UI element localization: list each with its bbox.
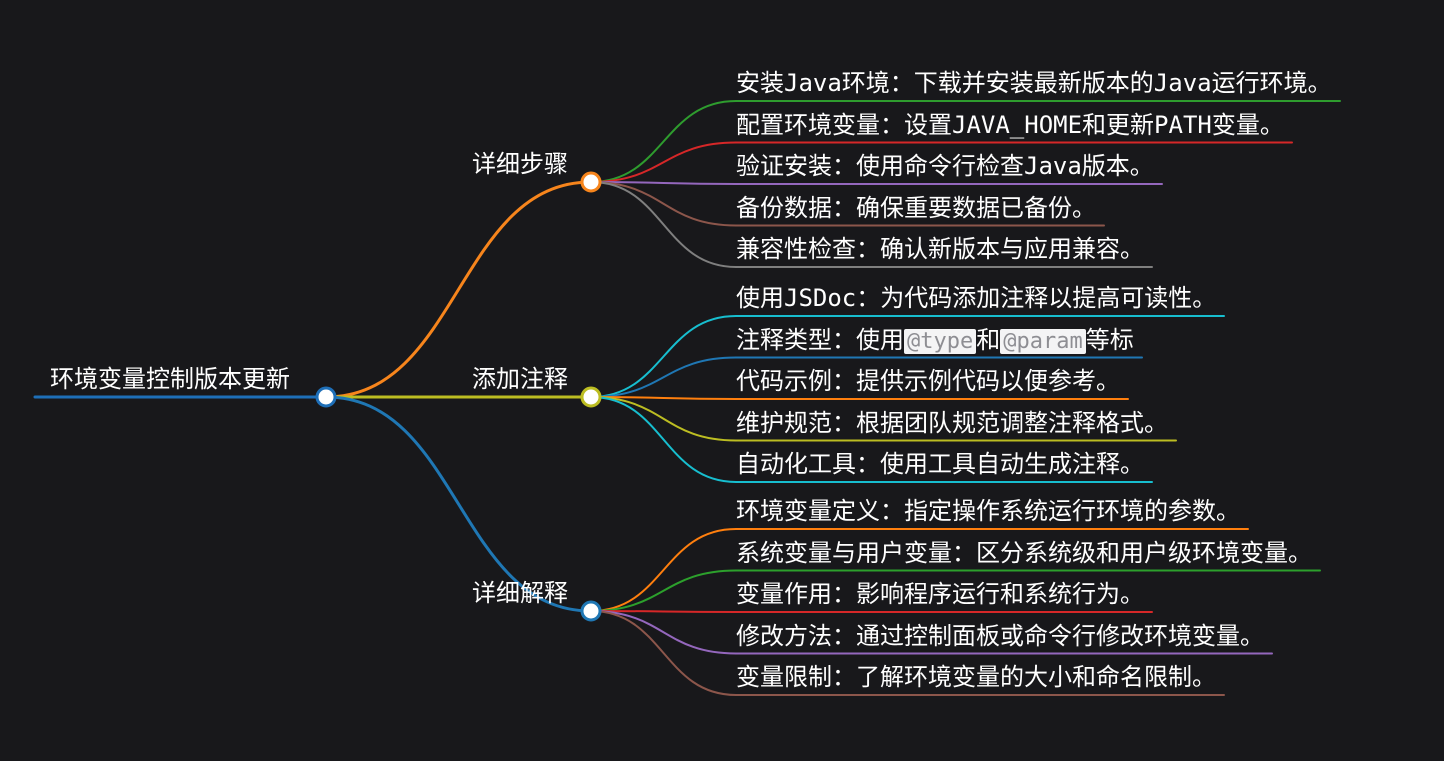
leaf-link-1-3: [590, 396, 1177, 442]
leaf-topic: 使用JSDoc：为代码添加注释以提高可读性。: [736, 284, 1217, 312]
leaf-link-1-2: [590, 396, 1129, 400]
leaf-link-1-1: [590, 356, 1143, 398]
code-snippet: @type: [904, 328, 977, 354]
leaf-topic: 修改方法：通过控制面板或命令行修改环境变量。: [736, 621, 1264, 650]
leaf-link-2-1: [590, 569, 1321, 612]
leaf-topic: 自动化工具：使用工具自动生成注释。: [736, 450, 1144, 478]
branch-node-2[interactable]: [580, 600, 602, 622]
leaf-topic: 验证安装：使用命令行检查Java版本。: [736, 152, 1154, 180]
leaf-text-part: 和: [976, 325, 1001, 354]
branch-node-0[interactable]: [580, 171, 602, 193]
leaf-topic: 环境变量定义：指定操作系统运行环境的参数。: [736, 497, 1240, 525]
leaf-link-1-0: [590, 315, 1225, 398]
branch-link-0: [324, 180, 593, 399]
branch-link-2: [324, 395, 593, 613]
branch-topic-0: 详细步骤: [472, 150, 568, 178]
leaf-link-1-4: [590, 396, 1153, 483]
leaf-topic: 代码示例：提供示例代码以便参考。: [736, 367, 1120, 395]
branch-topic-2: 详细解释: [472, 579, 568, 607]
branch-topic-1: 添加注释: [472, 365, 568, 393]
leaf-link-0-4: [590, 181, 1153, 268]
code-snippet: @param: [1000, 328, 1086, 354]
leaf-topic: 变量限制：了解环境变量的大小和命名限制。: [736, 663, 1216, 691]
leaf-topic: 安装Java环境：下载并安装最新版本的Java运行环境。: [736, 69, 1332, 97]
leaf-text-part: 注释类型：使用: [736, 325, 904, 354]
leaf-link-0-2: [590, 181, 1163, 185]
leaf-topic: 维护规范：根据团队规范调整注释格式。: [736, 408, 1168, 437]
leaf-topic: 配置环境变量：设置JAVA_HOME和更新PATH变量。: [736, 110, 1284, 139]
leaf-link-0-3: [590, 181, 1105, 227]
root-topic: 环境变量控制版本更新: [50, 365, 290, 393]
leaf-topic: 兼容性检查：确认新版本与应用兼容。: [736, 235, 1144, 263]
leaf-link-0-0: [590, 100, 1341, 183]
leaf-link-2-4: [590, 610, 1225, 696]
leaf-topic: 系统变量与用户变量：区分系统级和用户级环境变量。: [736, 538, 1312, 567]
root-node[interactable]: [315, 386, 337, 408]
leaf-text-part: 等标: [1085, 325, 1134, 354]
leaf-link-2-2: [590, 610, 1153, 613]
leaf-topic: 备份数据：确保重要数据已备份。: [736, 193, 1096, 222]
leaf-link-2-3: [590, 610, 1273, 655]
leaf-link-2-0: [590, 528, 1249, 612]
leaf-link-0-1: [590, 141, 1293, 183]
branch-node-1[interactable]: [580, 386, 602, 408]
leaf-topic: 变量作用：影响程序运行和系统行为。: [736, 580, 1144, 608]
